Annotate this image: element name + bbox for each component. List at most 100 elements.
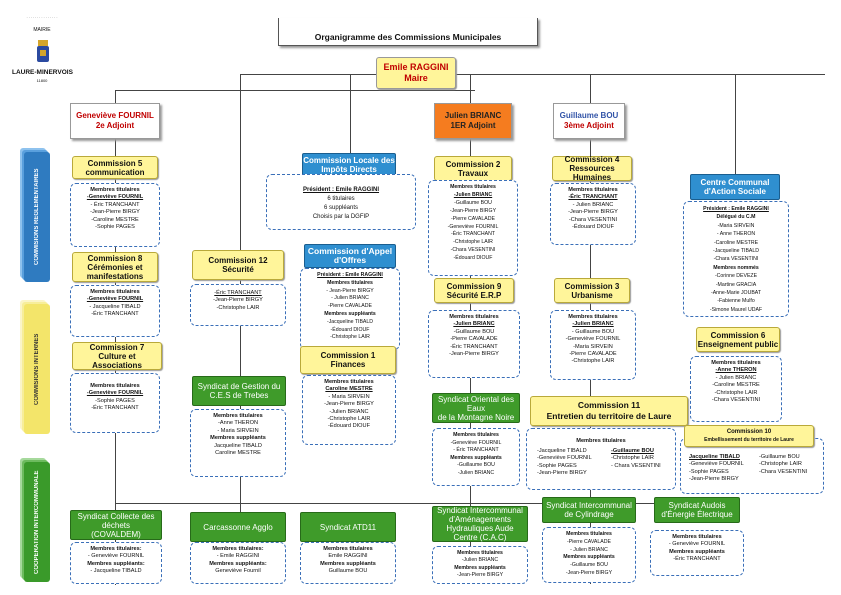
commission-title: Commission 1	[320, 351, 376, 360]
commission-title: Commission 11	[577, 400, 641, 410]
members-heading: Membres titulaires	[90, 383, 140, 389]
commission-2: Commission 2 Travaux	[434, 156, 512, 181]
syndicat-agglo: Carcassonne Agglo	[190, 512, 286, 542]
commission-11-members: Membres titulaires -Jacqueline TIBALD -G…	[526, 428, 676, 490]
maire-role: Maire	[404, 73, 428, 83]
member: - Chara VESENTINI	[611, 462, 661, 469]
member: -Éric TRANCHANT	[91, 405, 139, 412]
tab-internes: COMMISIONS INTERNES	[24, 304, 50, 434]
commission-12: Commission 12 Sécurité	[192, 250, 284, 280]
syndicat-covaldem-members: Membres titulaires: - Geneviève FOURNIL …	[70, 542, 162, 584]
syndicat-title: (COVALDEM)	[91, 529, 141, 539]
member: -Pierre CAVALADE	[450, 336, 498, 343]
members-heading: Membres suppléants	[324, 310, 376, 317]
commission-title: Commission d'Appel	[307, 246, 393, 256]
syndicat-montagne-noire: Syndicat Oriental des Eaux de la Montagn…	[432, 393, 520, 423]
member: -Jean-Pierre BIRGY	[90, 209, 140, 216]
adjoint-role: 1ER Adjoint	[450, 121, 496, 130]
syndicat-atd11-members: Membres titulaires Emile RAGGINI Membres…	[300, 542, 396, 584]
logo-name: LAURE-MINERVOIS	[12, 69, 73, 76]
syndicat-title: Syndicat de Gestion du	[197, 382, 281, 391]
member: -Caroline MESTRE	[712, 382, 760, 389]
member: -Pierre CAVALADE	[451, 215, 495, 222]
member: -Anne THERON	[715, 367, 757, 374]
members-heading: Membres titulaires	[568, 314, 618, 320]
members-heading: Membres titulaires	[449, 314, 499, 320]
member: -Geneviève FOURNIL	[450, 439, 502, 446]
member: -Maria SIRVEIN	[573, 343, 613, 350]
member: -Geneviève FOURNIL	[537, 455, 592, 462]
members-heading: Membres suppléants	[320, 560, 376, 567]
member: - Anne THERON	[716, 231, 756, 238]
member: -Édouard DIOUF	[453, 255, 493, 262]
members-heading: Membres titulaires:	[90, 546, 142, 552]
logo-code: 11800	[36, 78, 48, 83]
commission-title: Commission 4	[564, 155, 620, 164]
members-heading: Membres titulaires	[672, 534, 722, 540]
syndicat-title: Eaux	[466, 403, 486, 413]
commission-3-members: Membres titulaires -Julien BRIANC - Guil…	[550, 310, 636, 380]
member: -Jacqueline TIBALD	[712, 248, 760, 255]
syndicat-ces-members: Membres titulaires -Anne THERON - Maria …	[190, 409, 286, 477]
member: - Jacqueline TIBALD	[90, 568, 142, 575]
syndicat-title: C.E.S de Trebes	[209, 391, 269, 400]
members-heading: Membres titulaires	[90, 187, 140, 193]
commission-4: Commission 4 Ressources Humaines	[552, 155, 632, 182]
logo-top: MAIRIE	[33, 27, 51, 33]
member: -Jacqueline TIBALD	[537, 448, 587, 454]
adjoint-name: Geneviève FOURNIL	[76, 111, 154, 120]
member: -Guillaume BOU	[611, 448, 654, 454]
member: -Éric TRANCHANT	[214, 290, 262, 296]
member: - Jean-Pierre BIRGY	[326, 287, 374, 294]
connector-col1	[115, 90, 116, 585]
syndicat-title: Centre (C.A.C)	[453, 533, 507, 542]
member: -Édouard DIOUF	[572, 224, 614, 231]
member: Président : Emile RAGGINI	[703, 206, 769, 212]
member: -Julien BRIANC	[572, 321, 614, 328]
syndicat-title: de la Montagne Noire	[437, 412, 515, 422]
syndicat-cac: Syndicat Intercommunal d'Aménagements Hy…	[432, 506, 528, 542]
member: Geneviève Fournil	[215, 568, 261, 575]
member: -Jean-Pierre BIRGY	[537, 470, 587, 477]
member: -Jean-Pierre BIRGY	[213, 297, 263, 304]
ccas-members: Président : Emile RAGGINI Délégué du C.M…	[683, 201, 789, 317]
commission-subtitle: Culture et Associations	[92, 351, 142, 370]
adjoint-role: 2e Adjoint	[95, 121, 135, 130]
member: Guillaume BOU	[328, 568, 368, 575]
commission-12-members: -Éric TRANCHANT -Jean-Pierre BIRGY -Chri…	[190, 284, 286, 326]
logo-small-print: · · · · · · · · · · · · · · ·	[26, 16, 58, 20]
member: -Éric TRANCHANT	[451, 231, 495, 238]
member: -Sophie PAGES	[95, 224, 135, 231]
member: -Jean-Pierre BIRGY	[456, 572, 504, 579]
commission-4-members: Membres titulaires -Éric TRANCHANT - Jul…	[550, 183, 636, 245]
ccas: Centre Communal d'Action Sociale	[690, 174, 780, 200]
members-heading: Membres titulaires	[711, 360, 761, 366]
commission-title: Commission 8	[87, 253, 143, 263]
commission-7-members: Membres titulaires -Geneviève FOURNIL -S…	[70, 373, 160, 433]
commission-subtitle: Finances	[330, 360, 366, 369]
member: -Geneviève FOURNIL	[447, 223, 499, 230]
member: - Jacqueline TIBALD	[89, 303, 141, 310]
member: -Guillaume BOU	[454, 199, 492, 206]
top-connector	[240, 74, 825, 75]
member: -Guillaume BOU	[570, 562, 608, 569]
member: -Julien BRIANC	[457, 469, 495, 476]
member: -Caroline MESTRE	[91, 216, 139, 223]
member: -Anne-Marie JOUBAT	[710, 290, 762, 297]
commission-subtitle: Sécurité E.R.P	[446, 290, 502, 300]
member: -Geneviève FOURNIL	[86, 390, 144, 397]
syndicat-audois: Syndicat Audois d'Énergie Électrique	[654, 497, 740, 523]
connector-col6	[735, 74, 736, 174]
commission-title: Commission 3	[564, 281, 620, 291]
commission-subtitle: Entretien du territoire de Laure	[546, 411, 672, 421]
member: -Simone Maurel UDAF	[709, 306, 763, 313]
adjoint-name: Guillaume BOU	[559, 111, 619, 120]
member: -Éric TRANCHANT	[91, 311, 139, 318]
coat-of-arms-icon	[37, 40, 49, 62]
member: -Julien BRIANC	[453, 321, 495, 328]
member: -Pierre CAVALADE	[569, 351, 617, 358]
member: -Jean-Pierre BIRGY	[449, 207, 497, 214]
member: Choisis par la DGFIP	[312, 214, 370, 220]
member: Jacqueline TIBALD	[689, 454, 740, 460]
members-heading: Membres suppléants	[563, 554, 615, 561]
